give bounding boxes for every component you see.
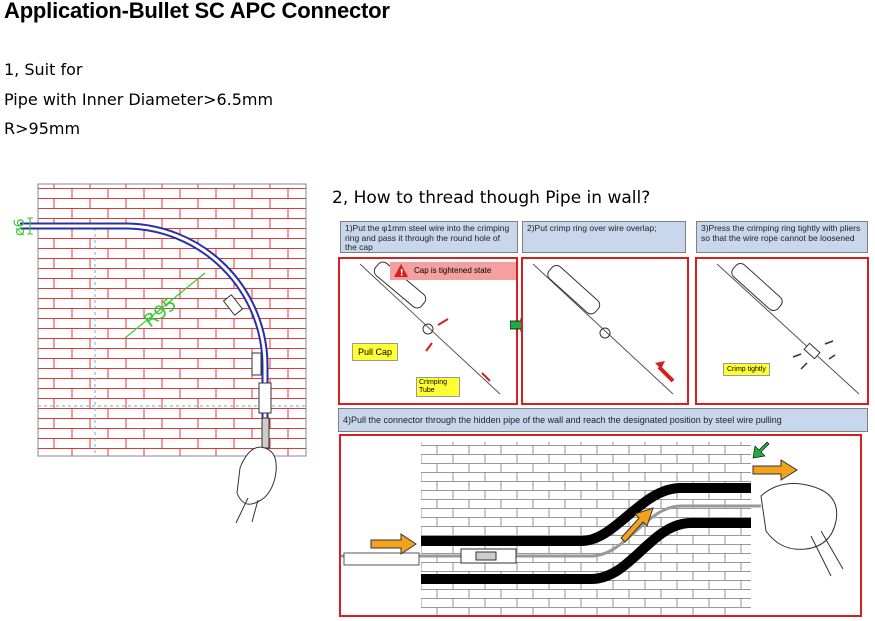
- direction-arrow-icon: [620, 507, 654, 543]
- push-arrow-icon: [370, 533, 417, 555]
- section-2-title: 2, How to thread though Pipe in wall?: [332, 188, 651, 208]
- green-arrow-icon: [752, 441, 770, 459]
- crimp-tightly-note: Crimp tightly: [723, 363, 770, 376]
- step-2-illustration: [521, 257, 689, 405]
- wall-section: [421, 442, 751, 615]
- step-2-text: 2)Put crimp ring over wire overlap;: [522, 221, 686, 253]
- specs-heading: 1, Suit for: [4, 60, 83, 79]
- specs-radius: R>95mm: [4, 119, 81, 138]
- pull-cap-note: Pull Cap: [352, 343, 399, 361]
- hand-icon: [760, 483, 838, 550]
- diameter-dimension: ø6: [12, 218, 28, 236]
- pull-arrow-icon: [752, 459, 798, 481]
- page-title: Application-Bullet SC APC Connector: [4, 0, 390, 23]
- warning-icon: !: [394, 264, 408, 279]
- step-3-illustration: Crimp tightly: [695, 257, 869, 405]
- step-3-text: 3)Press the crimping ring tightly with p…: [696, 221, 868, 253]
- pipe-bend-diagram: ø6 R95: [12, 183, 307, 523]
- step-4-text: 4)Pull the connector through the hidden …: [338, 408, 868, 432]
- hand-icon: [236, 446, 277, 505]
- step-4-illustration: [339, 434, 862, 617]
- warning-note: ! Cap is tightened state: [390, 262, 516, 280]
- step-1-illustration: ! Cap is tightened state Pull Cap Crimpi…: [338, 257, 518, 405]
- svg-text:!: !: [400, 269, 404, 279]
- specs-pipe-diameter: Pipe with Inner Diameter>6.5mm: [4, 90, 274, 109]
- step-1-text: 1)Put the φ1mm steel wire into the crimp…: [340, 221, 518, 253]
- warning-label: Cap is tightened state: [414, 266, 492, 275]
- crimping-tube-note: Crimping Tube: [416, 377, 460, 397]
